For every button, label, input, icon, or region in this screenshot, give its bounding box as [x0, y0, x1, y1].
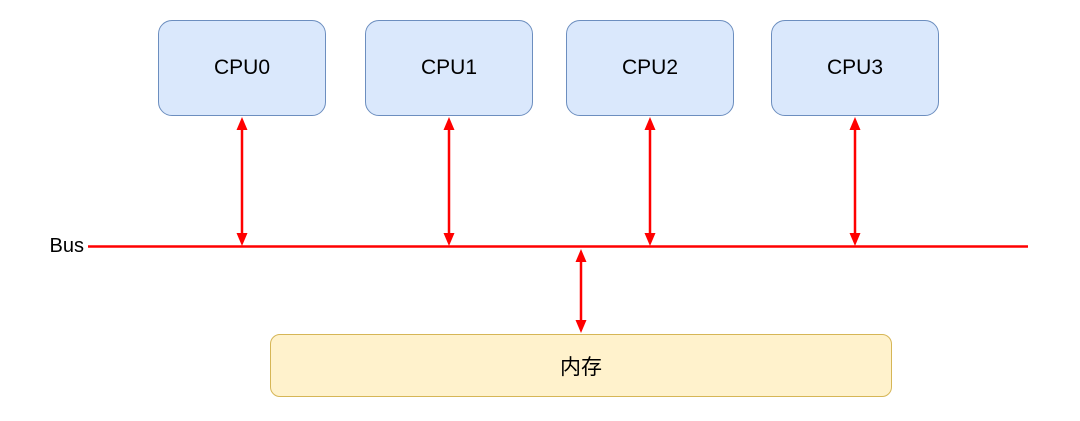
memory-label: 内存 [560, 355, 602, 379]
cpu0-node: CPU0 [158, 20, 326, 116]
cpu2-bus-arrow [644, 117, 656, 246]
bus-label: Bus [49, 235, 84, 257]
cpu3-bus-arrow [849, 117, 861, 246]
cpu1-label: CPU1 [420, 56, 478, 79]
memory-node: 内存 [270, 334, 892, 397]
bus-memory-arrow [575, 249, 587, 333]
cpu3-label: CPU3 [826, 56, 884, 79]
cpu1-bus-arrow [443, 117, 455, 246]
cpu2-node: CPU2 [566, 20, 734, 116]
cpu3-node: CPU3 [771, 20, 939, 116]
cpu1-node: CPU1 [365, 20, 533, 116]
cpu0-bus-arrow [236, 117, 248, 246]
cpu2-label: CPU2 [621, 56, 679, 79]
cpu0-label: CPU0 [213, 56, 271, 79]
